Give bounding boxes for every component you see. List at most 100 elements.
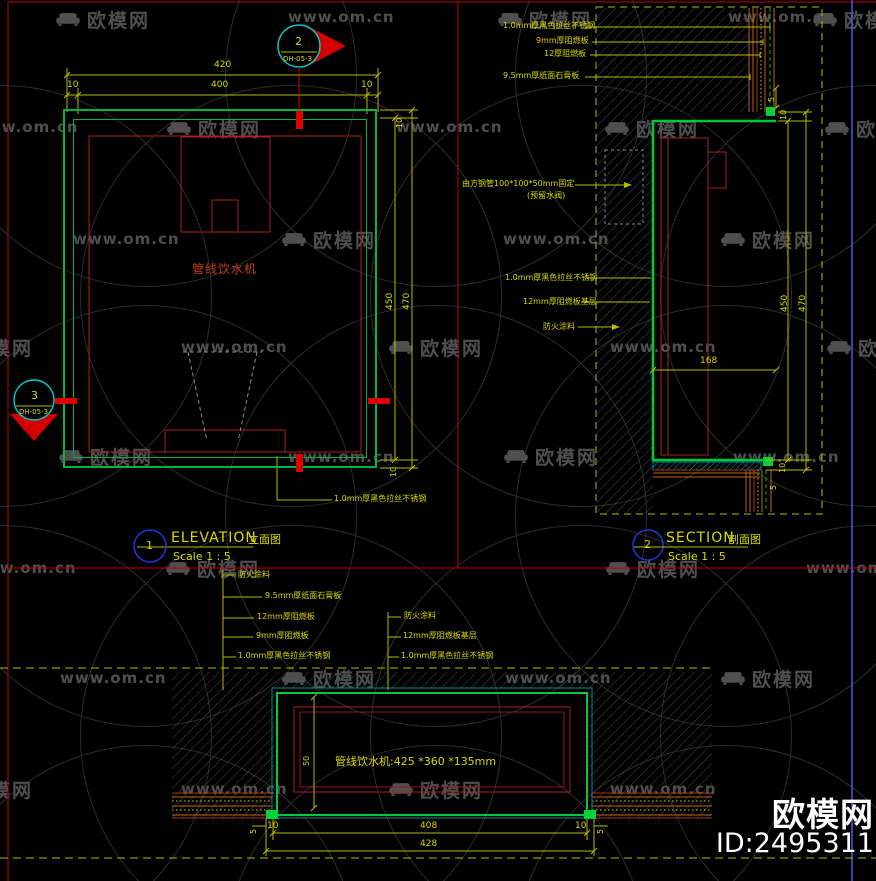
- section-view-linework: [575, 6, 823, 561]
- plan-note-12mm: 12mm厚阻燃板: [257, 612, 315, 621]
- plan-note-fireproof-r: 防火涂料: [404, 611, 436, 620]
- section-title: SECTION: [666, 530, 735, 546]
- elevation-title-cn: 立面图: [248, 533, 281, 546]
- section-dim-bot5: 5: [769, 484, 778, 490]
- section-leaders: [575, 24, 771, 328]
- section-dim-top10: 10: [779, 109, 788, 120]
- section-dim-bot10: 10: [778, 462, 787, 473]
- sofa-icon: [167, 122, 191, 135]
- dim-top-right: 10: [395, 117, 404, 128]
- counter-hatch: [652, 461, 762, 471]
- sofa-icon: [825, 122, 849, 135]
- marker-2-code: DH-05-3: [283, 55, 313, 63]
- watermark-url: www.om.cn: [728, 8, 835, 26]
- elevation-scale: Scale 1 : 5: [173, 550, 231, 563]
- plan-dim-inner: 408: [420, 821, 438, 831]
- section-note-fireproof: 防火涂料: [543, 322, 575, 331]
- section-dims: [653, 88, 812, 471]
- dim-right-margin: 10: [361, 80, 373, 90]
- wall-finish-ticks: [55, 111, 390, 472]
- section-marker-3-circle: [13, 379, 55, 421]
- niche-lining-green: [651, 119, 776, 462]
- plan-note-steel-l: 1.0mm厚黑色拉丝不锈钢: [238, 651, 331, 660]
- dispenser-section: [660, 137, 727, 456]
- watermark-brand: 欧模网: [55, 6, 150, 33]
- watermark-url: www.om.cn: [60, 669, 167, 687]
- dim-outer-height: 470: [402, 292, 412, 310]
- sofa-icon: [721, 672, 745, 685]
- elevation-note-steel: 1.0mm厚黑色拉丝不锈钢: [334, 494, 427, 503]
- dim-total-width: 420: [214, 60, 232, 70]
- plan-dim-ticks: [262, 693, 598, 855]
- section-dim-depth: 168: [700, 356, 718, 366]
- elevation-dim-ticks: [63, 71, 416, 472]
- section-note-12: 12厚阻燃板: [544, 49, 587, 58]
- wall-layer-bands: [172, 796, 712, 816]
- watermark-brand: 欧模网: [826, 334, 876, 361]
- section-note-9mm: 9mm厚阻燃板: [536, 36, 589, 45]
- dim-inner-width: 400: [211, 80, 229, 90]
- section-note-valve: (预留水阀): [527, 191, 566, 200]
- footer-id: ID:2495311: [715, 828, 874, 859]
- plan-note-9mm: 9mm厚阻燃板: [256, 631, 309, 640]
- watermark-url: www.om.cn: [503, 230, 610, 248]
- title-2-number: 2: [644, 538, 651, 551]
- sofa-icon: [813, 13, 837, 26]
- sheet-borders: [7, 0, 876, 881]
- sofa-icon: [498, 13, 522, 26]
- device-label-plan: 管线饮水机:425 *360 *135mm: [335, 755, 497, 768]
- sofa-icon: [827, 341, 851, 354]
- marker-2-number: 2: [295, 35, 302, 48]
- watermark-brand: 欧模网: [720, 226, 815, 253]
- marker-3-number: 3: [31, 389, 38, 402]
- footer-brand: 欧模网: [772, 795, 874, 834]
- plan-dim-left5: 5: [249, 828, 258, 834]
- sofa-icon: [721, 233, 745, 246]
- dispenser-elevation: [88, 135, 362, 453]
- section-note-gypsum: 9.5mm厚纸面石膏板: [503, 71, 580, 80]
- section-arrow-down: [10, 414, 58, 441]
- plan-dims: [252, 819, 608, 856]
- plan-dim-outer: 428: [420, 839, 438, 849]
- wall-panel-layers-top: [748, 8, 775, 112]
- plan-note-12mm-base-r: 12mm厚阻燃板基层: [403, 631, 477, 640]
- watermark-brand: 欧模网: [824, 115, 876, 142]
- plan-note-fireproof-l: 防火涂料: [238, 570, 270, 579]
- section-note-12mm-base: 12mm厚阻燃板基层: [523, 297, 597, 306]
- plan-dim-left10: 10: [267, 821, 279, 831]
- watermark-brand: 欧模网: [497, 6, 592, 33]
- title-circle-1: [133, 529, 167, 563]
- watermark-brand: 欧模网: [720, 665, 815, 692]
- dim-bottom-right: 10: [389, 466, 398, 477]
- section-title-cn: 剖面图: [728, 533, 761, 546]
- plan-annotation-stacks: [222, 570, 401, 690]
- section-dim-inner-height: 450: [780, 294, 790, 312]
- section-dim-ticks: [649, 84, 810, 474]
- marker-3-code: DH-05-3: [19, 408, 49, 416]
- plan-dim-right5: 5: [596, 828, 605, 834]
- device-label-elevation: 管线饮水机: [192, 262, 258, 276]
- watermark-brand: 欧模网: [281, 226, 376, 253]
- sofa-icon: [282, 233, 306, 246]
- watermark-url: www.om.cn: [288, 8, 395, 26]
- plan-view-linework: [0, 570, 876, 859]
- dim-inner-height: 450: [385, 292, 395, 310]
- sofa-icon: [59, 450, 83, 463]
- plan-note-steel-r: 1.0mm厚黑色拉丝不锈钢: [401, 651, 494, 660]
- section-note-support: 由方钢管100*100*50mm固定: [462, 179, 575, 188]
- elevation-title: ELEVATION: [171, 530, 257, 546]
- steel-tube-dashed: [604, 149, 644, 225]
- plan-note-gypsum: 9.5mm厚纸面石膏板: [265, 591, 342, 600]
- dispenser-plan: [293, 706, 571, 793]
- section-dim-outer-height: 470: [798, 294, 808, 312]
- section-note-steel: 1.0mm厚黑色拉丝不锈钢: [503, 21, 596, 30]
- elevation-view-linework: [10, 24, 418, 563]
- plan-dim-side-depth: 50: [302, 755, 311, 766]
- sofa-icon: [504, 450, 528, 463]
- section-dim-top5: 5: [767, 96, 776, 102]
- watermark-brand: 欧模网: [503, 443, 598, 470]
- watermark-url: www.om.cn: [73, 230, 180, 248]
- watermark-url: www.om.cn: [0, 118, 79, 136]
